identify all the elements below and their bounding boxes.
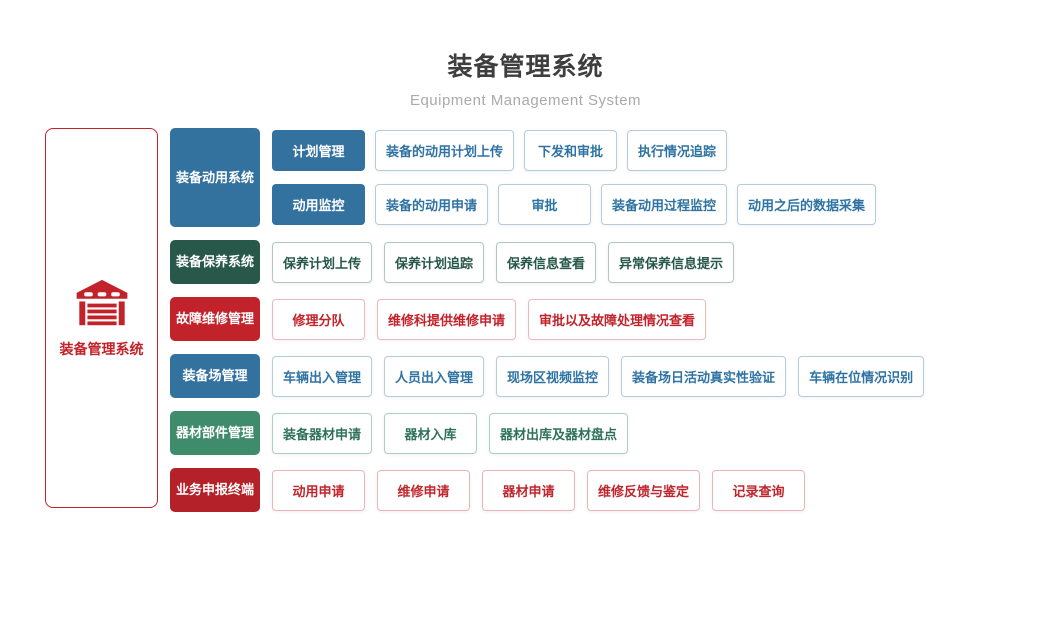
category-box: 装备场管理	[170, 354, 260, 398]
page-title: 装备管理系统	[447, 53, 604, 81]
group-list: 装备动用系统 计划管理 装备的动用计划上传 下发和审批 执行情况追踪 动用监控 …	[170, 128, 925, 512]
diagram-node: 动用申请	[272, 469, 365, 511]
category-box: 装备动用系统	[170, 128, 260, 227]
subrow-list: 计划管理 装备的动用计划上传 下发和审批 执行情况追踪 动用监控 装备的动用申请…	[272, 130, 877, 225]
diagram-node: 执行情况追踪	[627, 130, 728, 171]
diagram-node: 维修申请	[377, 469, 470, 511]
diagram-node: 维修科提供维修申请	[377, 298, 517, 340]
diagram-node: 器材入库	[384, 412, 478, 454]
category-box: 装备保养系统	[170, 240, 260, 284]
diagram-node: 现场区视频监控	[496, 355, 610, 397]
page-subtitle: Equipment Management System	[409, 92, 642, 109]
subrow-mobilization-monitoring: 动用监控 装备的动用申请 审批 装备动用过程监控 动用之后的数据采集	[272, 184, 877, 225]
diagram-node: 保养信息查看	[496, 241, 597, 283]
group-service-terminal: 业务申报终端 动用申请 维修申请 器材申请 维修反馈与鉴定 记录查询	[170, 468, 924, 512]
diagram-node: 审批	[498, 184, 592, 225]
category-box: 业务申报终端	[170, 468, 260, 512]
diagram-node: 保养计划追踪	[384, 241, 485, 283]
diagram-node: 人员出入管理	[384, 355, 485, 397]
root-node-label: 装备管理系统	[59, 340, 144, 357]
diagram-node: 装备的动用申请	[375, 184, 489, 225]
subcategory-box: 动用监控	[272, 184, 365, 225]
diagram-node: 车辆出入管理	[272, 355, 373, 397]
subcategory-box: 计划管理	[272, 130, 365, 171]
diagram-node: 记录查询	[712, 469, 806, 511]
diagram-node: 下发和审批	[524, 130, 618, 171]
diagram-node: 装备场日活动真实性验证	[621, 355, 787, 397]
category-box: 故障维修管理	[170, 297, 260, 341]
root-node: 装备管理系统	[45, 128, 158, 508]
diagram-node: 车辆在位情况识别	[798, 355, 925, 397]
diagram-node: 修理分队	[272, 298, 365, 340]
page-header: 装备管理系统 Equipment Management System	[0, 0, 1051, 109]
diagram-node: 装备器材申请	[272, 412, 373, 454]
diagram-node: 装备动用过程监控	[601, 184, 728, 225]
group-fault-repair: 故障维修管理 修理分队 维修科提供维修申请 审批以及故障处理情况查看	[170, 297, 924, 341]
group-equipment-maintenance: 装备保养系统 保养计划上传 保养计划追踪 保养信息查看 异常保养信息提示	[170, 240, 924, 284]
category-box: 器材部件管理	[170, 411, 260, 455]
warehouse-icon	[75, 278, 129, 331]
diagram-node: 装备的动用计划上传	[375, 130, 515, 171]
diagram-node: 异常保养信息提示	[608, 241, 735, 283]
system-diagram: 装备管理系统 装备动用系统 计划管理 装备的动用计划上传 下发和审批 执行情况追…	[45, 128, 925, 512]
subrow-plan-management: 计划管理 装备的动用计划上传 下发和审批 执行情况追踪	[272, 130, 876, 171]
diagram-node: 器材申请	[482, 469, 575, 511]
diagram-node: 保养计划上传	[272, 241, 373, 283]
diagram-node: 动用之后的数据采集	[737, 184, 877, 225]
group-equipment-mobilization: 装备动用系统 计划管理 装备的动用计划上传 下发和审批 执行情况追踪 动用监控 …	[170, 128, 924, 227]
diagram-node: 审批以及故障处理情况查看	[528, 298, 707, 340]
group-materials-parts: 器材部件管理 装备器材申请 器材入库 器材出库及器材盘点	[170, 411, 924, 455]
diagram-node: 维修反馈与鉴定	[587, 469, 701, 511]
diagram-node: 器材出库及器材盘点	[489, 412, 629, 454]
group-equipment-yard: 装备场管理 车辆出入管理 人员出入管理 现场区视频监控 装备场日活动真实性验证 …	[170, 354, 925, 398]
